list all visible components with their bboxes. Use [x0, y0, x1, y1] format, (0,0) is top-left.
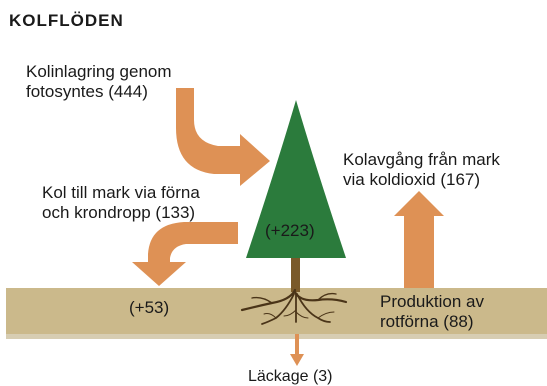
page-title: KOLFLÖDEN	[9, 11, 124, 31]
respiration-label: Kolavgång från mark via koldioxid (167)	[343, 150, 500, 190]
leakage-label: Läckage (3)	[248, 368, 333, 386]
conifer-tree-icon	[246, 100, 346, 292]
tree-storage-value: (+223)	[265, 221, 315, 241]
litter-arrow	[132, 222, 238, 286]
photosynthesis-label: Kolinlagring genom fotosyntes (444)	[26, 62, 172, 102]
tree-trunk	[291, 258, 300, 292]
litter-label: Kol till mark via förna och krondropp (1…	[42, 183, 200, 223]
soil-storage-value: (+53)	[129, 298, 169, 318]
photosynthesis-arrow	[176, 88, 270, 186]
respiration-arrow	[394, 191, 444, 288]
root-litter-label: Produktion av rotförna (88)	[380, 292, 484, 332]
